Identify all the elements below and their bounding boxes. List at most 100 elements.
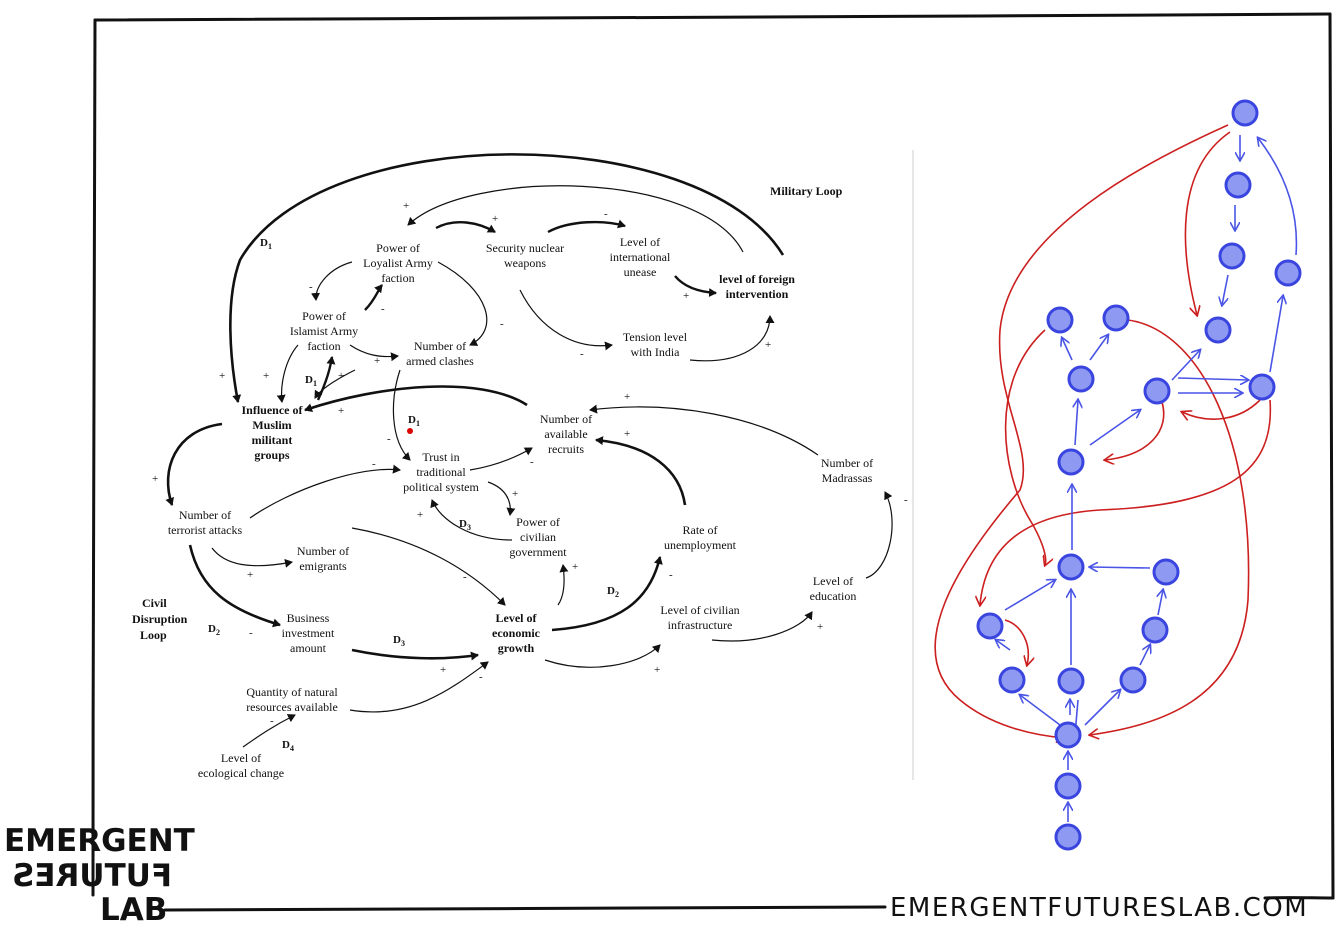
sign-minus: - xyxy=(463,571,467,583)
node-label-line: Number of xyxy=(821,456,873,470)
edge-madrassas-to-recruits xyxy=(589,404,819,456)
red-edge-h xyxy=(1004,619,1028,665)
delay-letter: D xyxy=(260,237,268,249)
sketch-node xyxy=(1248,373,1276,401)
node-label-line: Level of civilian xyxy=(660,603,739,617)
sign-plus: + xyxy=(440,664,446,676)
node-label-line: Security nuclear xyxy=(486,241,564,255)
polarity-signs: + + - + - - - - + + + + + + - + + - - + … xyxy=(152,200,908,727)
sketch-node xyxy=(1057,448,1085,476)
delay-d3-civ: D3 xyxy=(459,518,471,532)
delay-d1-mid: D1 xyxy=(305,374,317,388)
delay-d2-right: D2 xyxy=(607,585,619,599)
sketch-node xyxy=(1067,365,1095,393)
logo-line: EMERGENT xyxy=(4,823,195,859)
delay-subscript: 2 xyxy=(216,628,220,637)
node-label-line: level of foreign xyxy=(719,272,795,286)
delay-d2-left: D2 xyxy=(208,623,220,637)
logo-line-mirrored: FUTURES xyxy=(12,858,172,894)
delay-subscript: 1 xyxy=(313,379,317,388)
node-label-line: faction xyxy=(381,271,414,285)
edge-unease-to-foreign xyxy=(674,275,717,298)
sketch-red-edges xyxy=(934,124,1272,738)
node-label-line: infrastructure xyxy=(668,618,733,632)
delay-subscript: 4 xyxy=(290,744,294,753)
node-label-line: intervention xyxy=(726,287,789,301)
sign-minus: - xyxy=(270,715,274,727)
sketch-node xyxy=(1054,772,1082,800)
sign-plus: + xyxy=(417,509,423,521)
sign-minus: - xyxy=(479,671,483,683)
sketch-node xyxy=(998,666,1026,694)
edge-trust-to-recruits xyxy=(469,447,533,471)
sketch-node xyxy=(1102,304,1130,332)
sketch-node xyxy=(1204,316,1232,344)
edge-terror-to-emigrants xyxy=(211,547,293,568)
edge-nuclear-to-unease xyxy=(547,219,626,234)
delay-letter: D xyxy=(208,623,216,635)
edge-foreign-to-loyalist xyxy=(407,185,744,253)
delay-letter: D xyxy=(393,634,401,646)
blue-edge xyxy=(996,640,1011,651)
node-label-line: militant xyxy=(252,433,293,447)
node-label-line: Number of xyxy=(297,544,349,558)
edge-terror-to-business xyxy=(188,544,281,628)
delay-d4: D4 xyxy=(282,739,294,753)
node-label-line: Madrassas xyxy=(822,471,873,485)
node-label-line: terrorist attacks xyxy=(168,523,243,537)
node-label-line: Trust in xyxy=(422,450,459,464)
node-label-line: available xyxy=(544,427,587,441)
delay-letter: D xyxy=(607,585,615,597)
sign-minus: - xyxy=(530,456,534,468)
edge-recruits-to-influence xyxy=(304,385,528,413)
node-label-line: recruits xyxy=(548,442,584,456)
node-label-line: resources available xyxy=(246,700,338,714)
sketch-node xyxy=(1152,558,1180,586)
red-edge-a xyxy=(934,124,1229,738)
sketch-node xyxy=(1274,259,1302,287)
node-label-line: Muslim xyxy=(252,418,291,432)
node-label-line: groups xyxy=(254,448,289,462)
sign-plus: + xyxy=(338,370,344,382)
node-label-line: civilian xyxy=(520,530,556,544)
node-label-line: Number of xyxy=(414,339,466,353)
node-label-line: traditional xyxy=(416,465,466,479)
blue-edge xyxy=(1090,567,1151,568)
node-label-line: emigrants xyxy=(299,559,347,573)
sign-plus: + xyxy=(263,370,269,382)
sketch-node xyxy=(1046,306,1074,334)
node-label-line: faction xyxy=(307,339,340,353)
edge-education-to-madrassas xyxy=(865,491,893,579)
node-label-line: economic xyxy=(492,626,541,640)
delay-subscript: 1 xyxy=(268,242,272,251)
blue-edge xyxy=(1258,138,1298,256)
node-label-line: unease xyxy=(624,265,657,279)
edge-unemployment-to-recruits xyxy=(595,436,687,506)
logo-line: LAB xyxy=(100,892,167,928)
blue-edge xyxy=(1139,645,1150,666)
edge-tension-to-foreign xyxy=(689,315,775,362)
node-label-line: Power of xyxy=(376,241,420,255)
node-label-line: international xyxy=(610,250,671,264)
node-label-line: with India xyxy=(631,345,681,359)
blue-edge xyxy=(1075,400,1078,446)
sketch-node xyxy=(1054,721,1082,749)
logo: EMERGENT FUTURES LAB xyxy=(4,823,195,928)
blue-edge xyxy=(1020,695,1061,726)
edge-civgov-to-trust xyxy=(430,499,513,541)
edge-business-to-economic xyxy=(351,648,479,661)
node-label-line: Level of xyxy=(496,611,538,625)
node-label-line: Tension level xyxy=(623,330,688,344)
